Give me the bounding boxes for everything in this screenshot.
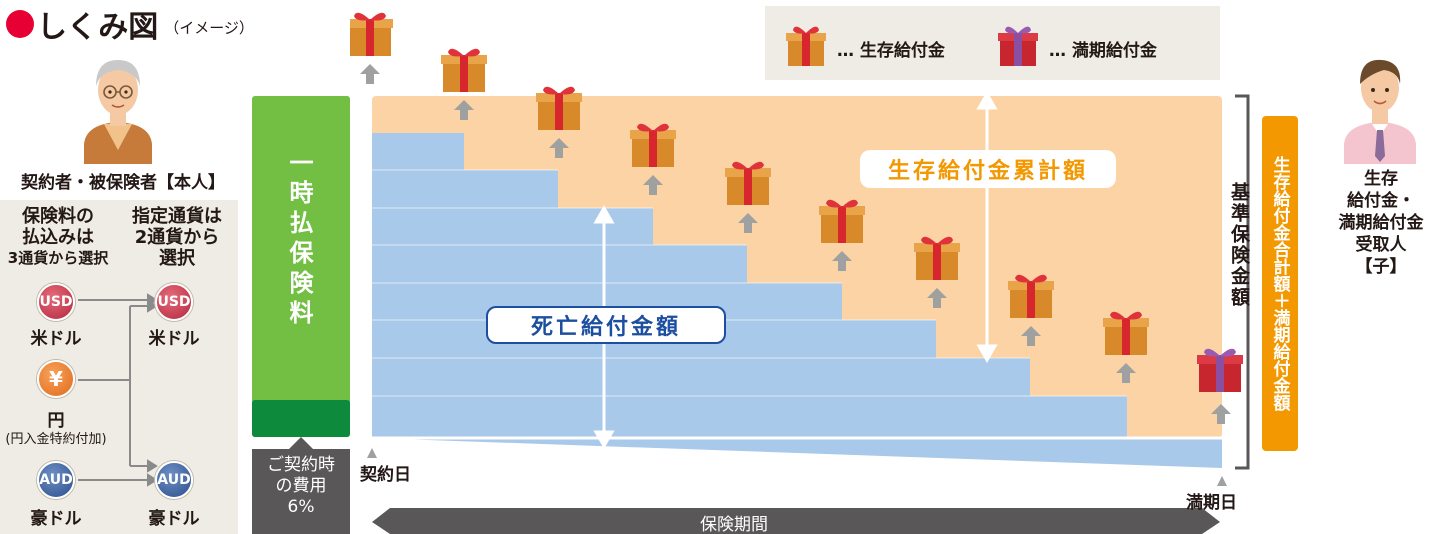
- usd-label-left: 米ドル: [30, 329, 82, 349]
- death-benefit-label: 死亡給付金額: [486, 306, 726, 344]
- aud-coin-icon: AUD: [155, 461, 193, 499]
- insurance-period-label: 保険期間: [700, 515, 768, 534]
- contract-cost-box: ご契約時 の費用 6%: [252, 449, 350, 534]
- yen-coin-icon: ¥: [37, 360, 75, 398]
- benefit-structure-diagram: [350, 12, 1250, 534]
- legend-maturity-label: … 満期給付金: [1049, 41, 1157, 61]
- contract-day-label: 契約日: [360, 465, 411, 485]
- aud-label-left: 豪ドル: [30, 509, 82, 529]
- currency-selection-panel: 保険料の 払込みは 3通貨から選択 指定通貨は 2通貨から 選択 USD 米ドル…: [0, 200, 238, 534]
- yen-note: (円入金特約付加): [5, 432, 107, 447]
- usd-label-right: 米ドル: [148, 329, 200, 349]
- premium-label: 一時払保険料: [285, 150, 313, 330]
- contract-cost-bar: [252, 400, 350, 437]
- total-benefit-label: 生存給付金合計額＋満期給付金額: [1262, 116, 1298, 451]
- lump-sum-premium-bar: [252, 96, 350, 437]
- elderly-person-icon: [84, 60, 152, 164]
- gift-box-purple-icon: [998, 26, 1038, 66]
- yen-label: 円: [47, 411, 65, 431]
- contractor-label: 契約者・被保険者【本人】: [21, 173, 225, 193]
- legend: … 生存給付金 … 満期給付金: [765, 6, 1220, 80]
- base-wedge: [372, 438, 1222, 468]
- diagram-title: しくみ図 （イメージ）: [6, 6, 254, 45]
- usd-coin-icon: USD: [155, 283, 193, 321]
- base-amount-label: 基準保険金額: [1228, 182, 1250, 308]
- recipient-label: 生存 給付金・ 満期給付金 受取人 【子】: [1338, 169, 1424, 277]
- death-benefit-area: [372, 133, 1127, 438]
- usd-coin-icon: USD: [37, 283, 75, 321]
- currency-note: 指定通貨は 2通貨から 選択: [132, 206, 222, 269]
- red-dot-icon: [6, 10, 34, 38]
- up-arrow-icon: [289, 437, 313, 449]
- aud-label-right: 豪ドル: [148, 509, 200, 529]
- survival-total-label: 生存給付金累計額: [860, 150, 1116, 188]
- insurance-period-band: [372, 508, 1220, 534]
- currency-arrows: [78, 293, 158, 487]
- legend-survival-label: … 生存給付金: [837, 41, 945, 61]
- recipient-person-icon: [1344, 59, 1416, 164]
- premium-payment-note: 保険料の 払込みは 3通貨から選択: [7, 206, 109, 267]
- title-main: しくみ図: [37, 10, 159, 45]
- maturity-day-label: 満期日: [1186, 493, 1237, 513]
- aud-coin-icon: AUD: [37, 461, 75, 499]
- title-sub: （イメージ）: [164, 18, 254, 37]
- gift-box-orange-icon: [786, 26, 826, 66]
